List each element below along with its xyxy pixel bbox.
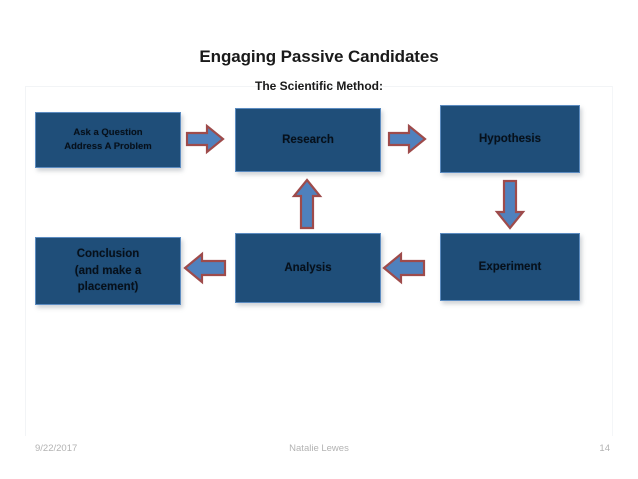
footer-author: Natalie Lewes bbox=[289, 443, 349, 454]
process-box-experiment[interactable]: Experiment bbox=[440, 233, 580, 301]
arrow-left-experiment-to-analysis-icon bbox=[382, 251, 426, 285]
slide-frame-left-rule bbox=[25, 86, 26, 436]
slide-subtitle: The Scientific Method: bbox=[254, 79, 383, 93]
process-box-conclusion-label: Conclusion (and make a placement) bbox=[74, 247, 142, 294]
process-box-ask-a-question-label: Ask a Question Address A Problem bbox=[64, 127, 152, 152]
process-box-research[interactable]: Research bbox=[235, 108, 381, 172]
process-box-ask-a-question[interactable]: Ask a Question Address A Problem bbox=[35, 112, 181, 168]
arrow-left-analysis-to-conclusion-icon bbox=[183, 251, 227, 285]
slide-footer: 9/22/2017 Natalie Lewes 14 bbox=[0, 443, 638, 463]
slide-frame-top-rule bbox=[25, 86, 613, 87]
process-box-hypothesis[interactable]: Hypothesis bbox=[440, 105, 580, 173]
process-box-research-label: Research bbox=[282, 133, 334, 146]
arrow-up-analysis-to-research-icon bbox=[291, 178, 323, 230]
process-box-analysis[interactable]: Analysis bbox=[235, 233, 381, 303]
footer-date: 9/22/2017 bbox=[35, 443, 78, 454]
process-box-conclusion[interactable]: Conclusion (and make a placement) bbox=[35, 237, 181, 305]
slide-title: Engaging Passive Candidates bbox=[199, 47, 439, 66]
arrow-right-research-to-hypothesis-icon bbox=[387, 123, 427, 155]
process-box-hypothesis-label: Hypothesis bbox=[479, 132, 541, 145]
footer-page-number: 14 bbox=[599, 443, 610, 454]
arrow-right-ask-to-research-icon bbox=[185, 123, 225, 155]
process-box-experiment-label: Experiment bbox=[478, 260, 542, 273]
process-box-analysis-label: Analysis bbox=[284, 261, 332, 274]
arrow-down-hypothesis-to-experiment-icon bbox=[494, 179, 526, 230]
slide-frame-right-rule bbox=[612, 86, 613, 436]
